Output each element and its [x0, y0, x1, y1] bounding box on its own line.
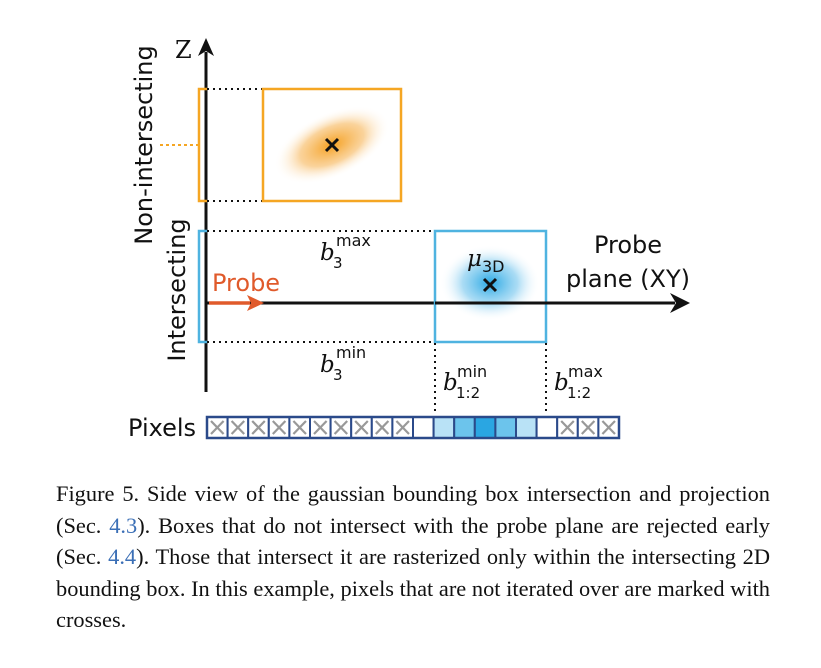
pixel-cell-iterated	[412, 416, 435, 439]
svg-text:max: max	[568, 362, 603, 381]
pixel-cross-mark	[313, 420, 328, 435]
b3-min-label: b 3 min	[320, 343, 366, 384]
caption-ref-sec-4-3[interactable]: 4.3	[109, 512, 138, 538]
pixel-cell-skipped	[576, 416, 600, 439]
caption-ref-sec-4-4[interactable]: 4.4	[108, 544, 137, 569]
pixel-cross-mark	[333, 420, 348, 435]
pixel-cell-iterated	[515, 416, 538, 439]
svg-text:b: b	[320, 352, 335, 378]
z-axis-label: Z	[175, 36, 192, 64]
pixel-cell-iterated	[494, 416, 517, 439]
probe-plane-label-line1: Probe	[594, 231, 662, 259]
pixel-cross-mark	[230, 420, 245, 435]
pixel-cell-skipped	[597, 416, 621, 439]
pixel-cross-mark	[210, 420, 225, 435]
pixel-cell-iterated	[432, 416, 456, 439]
caption-text-1: Figure 5. Side view of the gaussian boun…	[56, 481, 770, 538]
b12-max-label: b 1:2 max	[554, 362, 603, 402]
svg-text:1:2: 1:2	[567, 384, 591, 402]
orange-mean-marker	[324, 137, 340, 153]
b12-min-label: b 1:2 min	[443, 362, 487, 402]
bounding-box-diagram: Z Non-intersecting Intersecting Probe Pr…	[128, 36, 690, 442]
pixel-cell-skipped	[329, 416, 353, 439]
svg-text:μ: μ	[467, 246, 482, 272]
pixel-row	[205, 415, 621, 440]
probe-plane-arrowhead	[670, 293, 690, 313]
pixel-cross-mark	[272, 420, 287, 435]
pixel-cell-skipped	[288, 416, 311, 439]
caption-text-2: ). Boxes that do not intersect with the …	[56, 512, 770, 570]
intersecting-bracket	[197, 229, 207, 344]
non-intersecting-bracket	[197, 87, 207, 203]
pixel-cell-iterated	[473, 416, 497, 439]
svg-text:3: 3	[333, 366, 343, 384]
pixel-cross-mark	[292, 420, 307, 435]
svg-text:3D: 3D	[482, 257, 505, 276]
pixel-row-outline	[205, 415, 621, 440]
pixel-cell-skipped	[370, 416, 394, 439]
pixels-label: Pixels	[128, 414, 196, 442]
pixel-cell-skipped	[226, 416, 250, 439]
blue-mean-marker	[482, 277, 498, 293]
pixel-cell-iterated	[453, 416, 476, 439]
pixel-cross-mark	[354, 420, 369, 435]
pixel-cross-mark	[581, 420, 596, 435]
pixel-cross-mark	[395, 420, 410, 435]
pixel-cross-mark	[251, 420, 266, 435]
probe-arrowhead	[247, 295, 264, 311]
pixel-cell-skipped	[206, 416, 229, 439]
z-axis-arrowhead	[198, 38, 214, 56]
pixel-cell-iterated	[535, 416, 559, 439]
svg-text:3: 3	[333, 254, 343, 272]
svg-text:min: min	[336, 343, 366, 362]
probe-label: Probe	[212, 269, 280, 297]
intersecting-label: Intersecting	[163, 218, 191, 361]
pixel-cross-mark	[601, 420, 616, 435]
pixel-cell-skipped	[391, 416, 414, 439]
pixel-cell-skipped	[267, 416, 291, 439]
pixel-cross-mark	[375, 420, 390, 435]
probe-plane-label-line2: plane (XY)	[566, 265, 690, 293]
svg-text:b: b	[554, 370, 569, 396]
pixel-cell-skipped	[350, 416, 373, 439]
pixel-cross-mark	[560, 420, 575, 435]
svg-text:b: b	[443, 370, 458, 396]
svg-text:b: b	[320, 240, 335, 266]
caption-text-3: ). Those that intersect it are rasterize…	[56, 544, 770, 632]
pixel-cell-skipped	[556, 416, 579, 439]
svg-text:max: max	[336, 231, 371, 250]
pixel-cell-skipped	[309, 416, 332, 439]
svg-text:1:2: 1:2	[456, 384, 480, 402]
b3-max-label: b 3 max	[320, 231, 371, 272]
pixel-cell-skipped	[247, 416, 270, 439]
svg-text:min: min	[457, 362, 487, 381]
mu-3d-label: μ 3D	[467, 246, 505, 276]
non-intersecting-label: Non-intersecting	[130, 45, 158, 244]
figure-caption: Figure 5. Side view of the gaussian boun…	[56, 478, 770, 636]
